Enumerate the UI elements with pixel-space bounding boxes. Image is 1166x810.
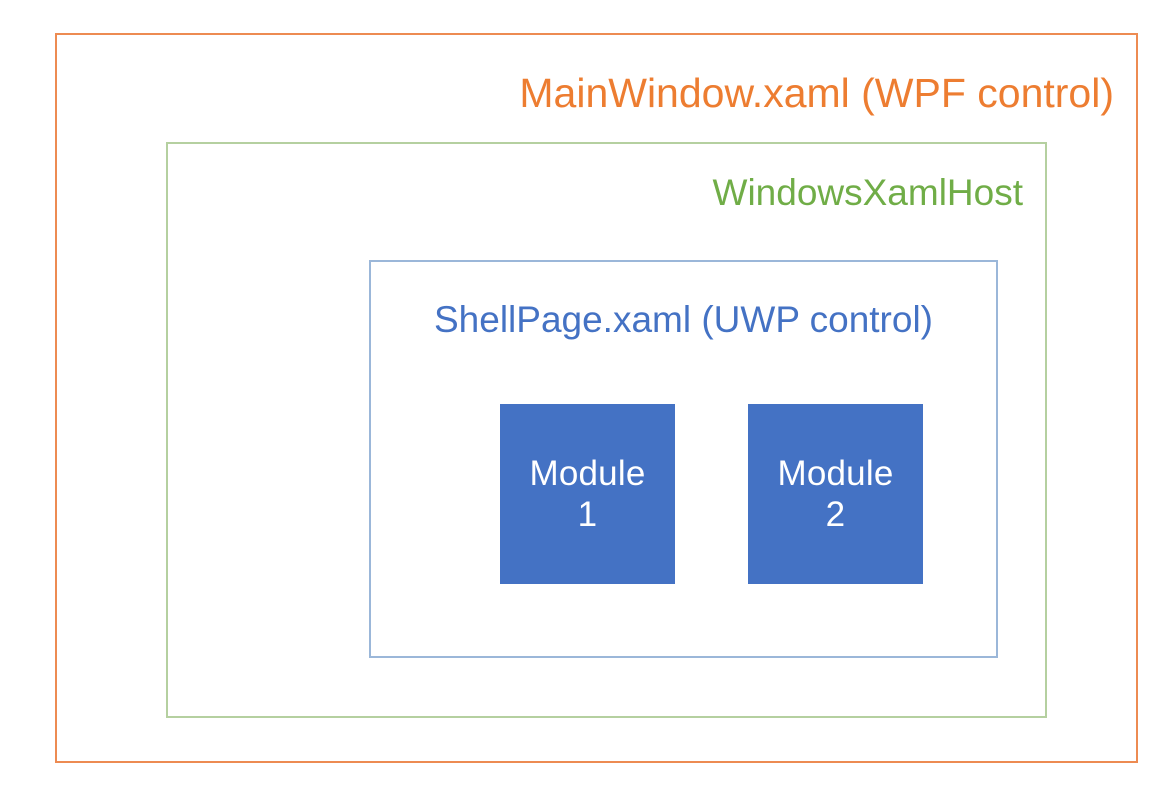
- module-2-box: Module 2: [748, 404, 923, 584]
- layer-mainwindow-frame: MainWindow.xaml (WPF control): [55, 33, 1138, 763]
- module-1-label-line1: Module: [529, 453, 646, 493]
- module-2-label-line2: 2: [825, 495, 846, 534]
- layer-windowsxamlhost-label: WindowsXamlHost: [712, 172, 1023, 213]
- layer-shellpage-label: ShellPage.xaml (UWP control): [434, 299, 933, 340]
- layer-windowsxamlhost-frame: WindowsXamlHost: [166, 142, 1047, 718]
- module-1-label-line2: 1: [577, 495, 598, 534]
- layer-shellpage-frame: ShellPage.xaml (UWP control): [369, 260, 998, 658]
- module-1-box: Module 1: [500, 404, 675, 584]
- module-2-label-line1: Module: [777, 453, 894, 493]
- layer-mainwindow-label: MainWindow.xaml (WPF control): [519, 70, 1114, 116]
